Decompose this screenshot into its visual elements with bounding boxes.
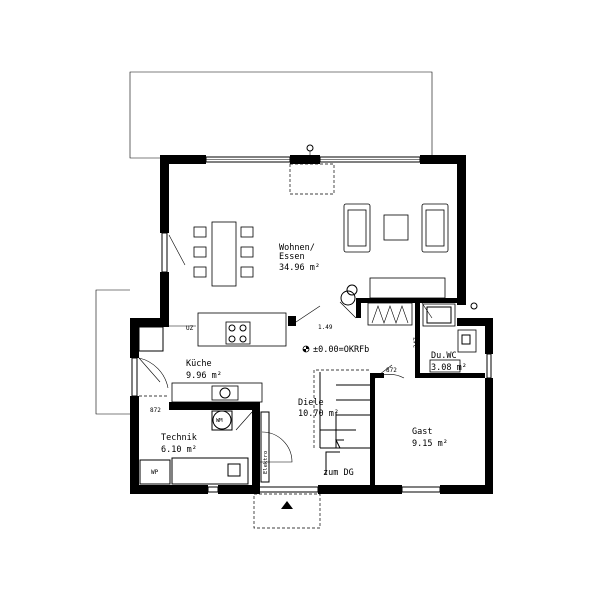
room-label-technik: Technik — [161, 433, 197, 443]
room-label-gast: Gast — [412, 427, 432, 437]
room-area-wohnen: 34.96 m² — [279, 263, 320, 273]
room-label-wohnen: Wohnen/ — [279, 243, 315, 253]
sofa-set — [343, 203, 449, 299]
terrace-outline — [129, 71, 433, 159]
wp-label: WP — [151, 469, 159, 476]
door-annotation-duwc: 347 — [413, 337, 420, 348]
entrance-canopy — [253, 493, 321, 529]
doors — [138, 234, 433, 463]
elektro-label: Elektro — [263, 451, 269, 474]
room-label-duwc: Du.WC — [431, 351, 457, 361]
technik-counter — [171, 457, 249, 485]
terrace-outline-left — [95, 289, 130, 415]
room-label-essen: Essen — [279, 252, 305, 262]
wm-label: WM — [216, 418, 223, 424]
windows — [131, 156, 492, 493]
level-annotation: ±0.00=OKRFb — [313, 345, 369, 355]
bathroom-fixtures — [367, 302, 477, 373]
room-area-duwc: 3.08 m² — [431, 363, 467, 373]
room-area-diele: 10.70 m² — [298, 409, 339, 419]
room-area-gast: 9.15 m² — [412, 439, 448, 449]
lamp-icon — [306, 144, 314, 152]
kitchen-island — [197, 312, 287, 347]
interior-walls — [169, 298, 485, 494]
door-annotation-technik: 872 — [150, 407, 161, 414]
room-area-kueche: 9.96 m² — [186, 371, 222, 381]
level-marker-icon — [302, 345, 310, 353]
room-label-diele: Diele — [298, 398, 324, 408]
entrance-arrow-icon — [281, 501, 293, 509]
door-annotation-diele: 872 — [386, 367, 397, 374]
uz-label: UZ — [186, 325, 194, 332]
fridge-outline — [138, 326, 164, 352]
dining-table — [193, 221, 254, 287]
height-annotation: 1.49 — [318, 324, 333, 331]
heat-pump-box — [139, 459, 171, 485]
room-area-technik: 6.10 m² — [161, 445, 197, 455]
stair-label: zum DG — [323, 468, 354, 478]
exterior-lamp-icon — [470, 302, 478, 310]
elektro-cabinet — [260, 411, 270, 483]
kitchen-counter — [171, 382, 263, 403]
plant-icon — [340, 290, 356, 306]
staircase — [313, 369, 370, 475]
dashed-bay — [289, 163, 335, 195]
room-label-kueche: Küche — [186, 359, 212, 369]
exterior-walls — [130, 155, 493, 494]
